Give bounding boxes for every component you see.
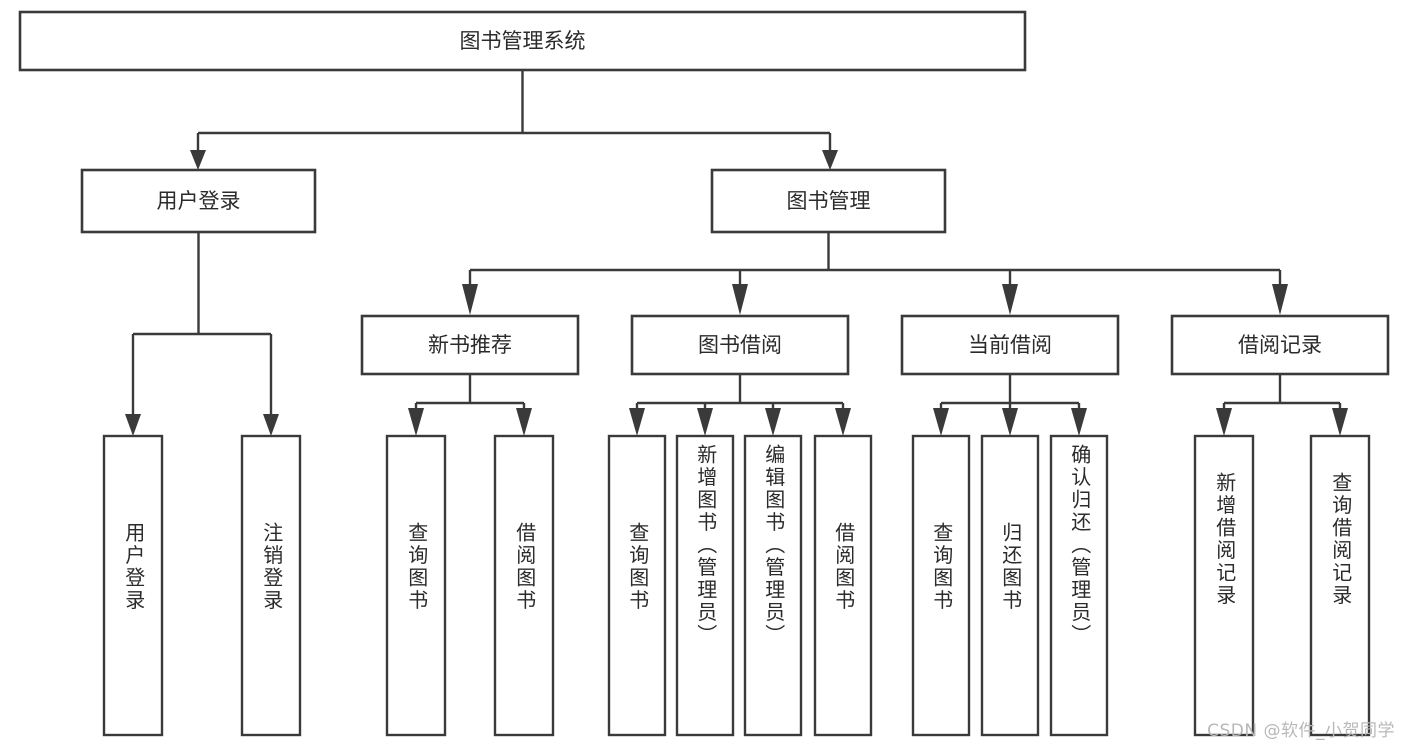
arrow-to-leaf-user-login	[125, 414, 141, 436]
leaf-boxes	[102, 434, 1371, 737]
leaf-confirm-return-box[interactable]	[1049, 434, 1109, 737]
arrow-to-leaf-edit-book	[765, 408, 781, 436]
node-new-book-recommend[interactable]: 新书推荐	[360, 314, 580, 376]
arrow-to-leaf-borrow-book-2	[835, 408, 851, 436]
node-root-box[interactable]	[18, 10, 1027, 72]
node-new-book-recommend-label: 新书推荐	[428, 333, 512, 357]
leaf-add-record-box[interactable]	[1193, 434, 1255, 737]
leaf-borrow-book-2-box[interactable]	[813, 434, 873, 737]
node-user-login-box[interactable]	[80, 168, 317, 234]
arrow-to-leaf-return-book	[1002, 408, 1018, 436]
connector-new-book-recommend-to-leaves	[408, 374, 532, 436]
node-user-login[interactable]: 用户登录	[80, 168, 317, 234]
node-book-borrow-label: 图书借阅	[698, 333, 782, 357]
node-book-borrow[interactable]: 图书借阅	[630, 314, 850, 376]
leaf-query-record-box[interactable]	[1309, 434, 1371, 737]
leaf-user-logout-box[interactable]	[240, 434, 302, 737]
connector-current-borrow-to-leaves	[933, 374, 1087, 436]
node-root[interactable]: 图书管理系统	[18, 10, 1027, 72]
node-current-borrow-box[interactable]	[900, 314, 1120, 376]
arrow-to-book-manage	[822, 150, 838, 170]
node-new-book-recommend-box[interactable]	[360, 314, 580, 376]
arrow-to-leaf-confirm-return	[1071, 408, 1087, 436]
leaf-query-book-2-box[interactable]	[607, 434, 667, 737]
leaf-return-book-box[interactable]	[980, 434, 1040, 737]
arrow-to-user-login	[190, 150, 206, 170]
node-user-login-label: 用户登录	[157, 189, 241, 213]
arrow-to-leaf-add-book	[697, 408, 713, 436]
node-borrow-record[interactable]: 借阅记录	[1170, 314, 1390, 376]
arrow-to-leaf-user-logout	[263, 414, 279, 436]
connector-book-borrow-to-leaves	[629, 374, 851, 436]
arrow-to-leaf-add-record	[1216, 408, 1232, 436]
arrow-to-current-borrow	[1002, 284, 1018, 315]
leaf-query-book-3-box[interactable]	[911, 434, 971, 737]
arrow-to-leaf-query-record	[1332, 408, 1348, 436]
leaf-user-login-box[interactable]	[102, 434, 164, 737]
connector-user-login-to-leaves	[125, 232, 279, 436]
arrow-to-book-borrow	[732, 284, 748, 315]
node-borrow-record-label: 借阅记录	[1238, 333, 1322, 357]
arrow-to-leaf-query-book-1	[408, 408, 424, 436]
arrow-to-new-book-recommend	[462, 284, 478, 315]
node-root-label: 图书管理系统	[460, 29, 586, 53]
leaf-query-book-1-box[interactable]	[385, 434, 447, 737]
arrow-to-borrow-record	[1272, 284, 1288, 315]
node-current-borrow[interactable]: 当前借阅	[900, 314, 1120, 376]
arrow-to-leaf-query-book-2	[629, 408, 645, 436]
connector-borrow-record-to-leaves	[1216, 374, 1348, 436]
arrow-to-leaf-query-book-3	[933, 408, 949, 436]
node-current-borrow-label: 当前借阅	[968, 333, 1052, 357]
leaf-borrow-book-1-box[interactable]	[493, 434, 555, 737]
connector-book-manage-to-level3	[462, 232, 1288, 315]
arrow-to-leaf-borrow-book-1	[516, 408, 532, 436]
leaf-add-book-box[interactable]	[675, 434, 735, 737]
node-book-manage[interactable]: 图书管理	[710, 168, 947, 234]
leaf-edit-book-box[interactable]	[743, 434, 803, 737]
connector-root-to-level2	[190, 70, 838, 170]
node-book-manage-label: 图书管理	[787, 189, 871, 213]
csdn-watermark: CSDN @软件_小贺同学	[1207, 721, 1395, 741]
